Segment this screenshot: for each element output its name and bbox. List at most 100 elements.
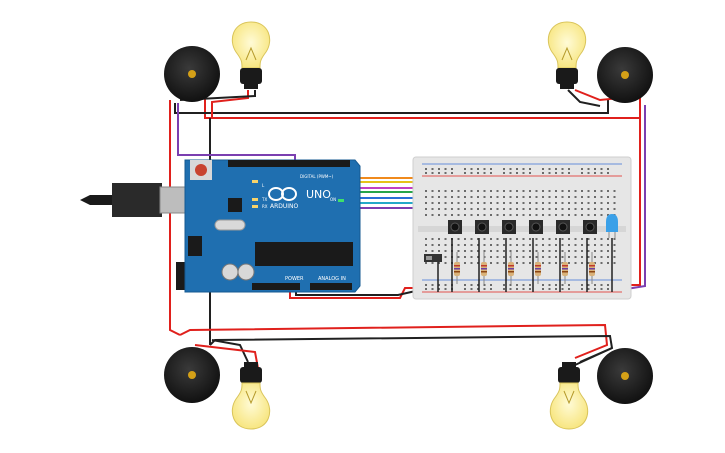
hole [509,202,512,204]
hole [568,190,570,192]
on-label: ON [330,197,336,202]
hole [425,196,427,198]
hole [470,256,473,258]
hole [594,244,596,246]
hole [555,244,557,246]
hole [503,196,505,198]
hole [509,172,512,174]
hole [574,244,577,246]
hole [431,196,434,198]
hole [444,250,447,252]
pushbutton[interactable] [475,220,489,234]
hole [509,190,512,192]
analog-label: ANALOG IN [318,276,346,282]
wire-top-black [174,100,609,114]
hole [490,190,492,192]
hole [516,288,518,290]
hole [425,214,427,216]
hole [464,262,466,264]
hole [542,202,544,204]
hole [581,202,583,204]
hole [464,190,466,192]
hole [470,262,473,264]
hole [607,284,609,286]
hole [477,168,479,170]
hole [594,238,596,240]
pushbutton[interactable] [529,220,543,234]
hole [561,196,564,198]
hole [438,190,440,192]
hole [477,202,479,204]
hole [535,196,538,198]
hole [516,208,518,210]
hole [561,208,564,210]
hole [542,208,544,210]
hole [529,172,531,174]
hole [516,256,518,258]
hole [542,256,544,258]
hole [542,196,544,198]
hole [425,208,427,210]
brand-label: ARDUINO [270,203,299,210]
hole [581,214,583,216]
hole [542,244,544,246]
hole [483,190,486,192]
usb-cable-plug [112,183,162,217]
hole [613,238,616,240]
hole [600,284,603,286]
hole [574,208,577,210]
hole [561,172,564,174]
hole [444,168,447,170]
blue-led [606,214,618,238]
hole [607,238,609,240]
hole [581,172,583,174]
hole [561,256,564,258]
hole [464,288,466,290]
hole [594,202,596,204]
bulb-top-right [547,21,587,89]
pushbutton[interactable] [502,220,516,234]
buzzer-bottom-left [164,347,220,403]
slide-switch[interactable] [424,254,442,262]
hole [594,172,596,174]
hole [490,238,492,240]
hole [483,288,486,290]
hole [600,256,603,258]
pushbutton[interactable] [583,220,597,234]
hole [594,288,596,290]
hole [607,190,609,192]
hole [555,262,557,264]
hole [535,238,538,240]
hole [503,168,505,170]
wire-top-right-black [567,89,601,107]
hole [516,202,518,204]
hole [529,288,531,290]
hole [496,256,499,258]
reset-button [195,164,207,176]
hole [438,208,440,210]
wire-purple-left [177,103,296,162]
power-label: POWER [285,276,304,282]
hole [438,214,440,216]
hole [438,288,440,290]
hole [509,168,512,170]
resistor [562,252,568,284]
hole [548,202,551,204]
hole [477,262,479,264]
hole [529,284,531,286]
hole [509,244,512,246]
hole [587,244,590,246]
bulb-top-left [231,21,271,89]
pushbutton[interactable] [448,220,462,234]
pushbutton[interactable] [556,220,570,234]
hole [529,238,531,240]
hole [496,238,499,240]
hole [464,168,466,170]
hole [503,244,505,246]
hole [483,208,486,210]
hole [574,214,577,216]
hole [613,190,616,192]
hole [490,262,492,264]
hole [581,262,583,264]
pushbuttons[interactable] [448,220,597,234]
